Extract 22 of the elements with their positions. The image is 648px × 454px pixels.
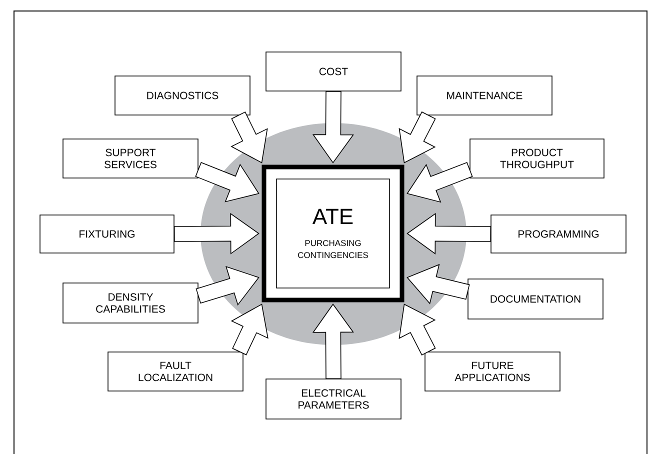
factor-box: SUPPORT SERVICES [62,138,198,178]
block-arrow [406,264,470,304]
block-arrow [195,162,260,202]
factor-box: MAINTENANCE [416,76,552,116]
factor-box: FUTURE APPLICATIONS [424,352,560,392]
block-arrow [312,90,354,164]
factor-box: DOCUMENTATION [468,278,604,320]
block-arrow [230,112,268,164]
factor-box: FAULT LOCALIZATION [108,352,244,392]
title-box: ATE PURCHASING CONTINGENCIES [276,178,390,288]
factor-box: COST [266,52,402,92]
factor-box: FIXTURING [40,214,174,254]
block-arrow [406,212,492,254]
factor-box: PROGRAMMING [490,214,626,254]
factor-box: DIAGNOSTICS [114,76,250,116]
factor-box: ELECTRICAL PARAMETERS [266,378,402,420]
block-arrow [174,212,260,254]
block-arrow [196,266,260,306]
factor-box: PRODUCT THROUGHPUT [470,138,604,178]
block-arrow [312,304,354,380]
factor-box: DENSITY CAPABILITIES [62,282,198,324]
block-arrow [230,304,268,356]
